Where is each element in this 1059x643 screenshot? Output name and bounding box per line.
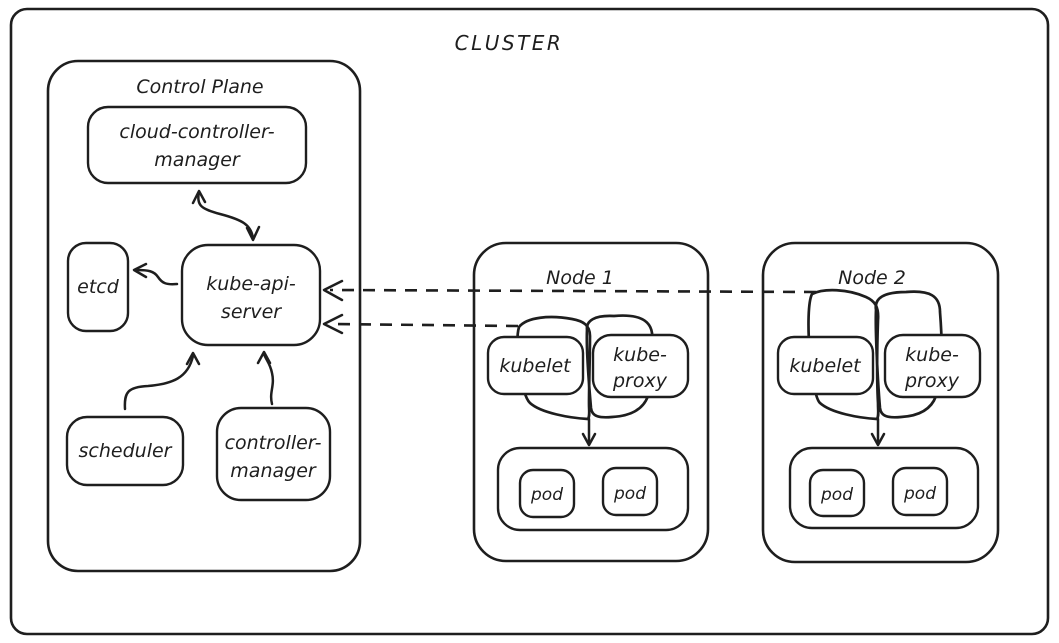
node1-agents-to-pods-arrow — [581, 417, 597, 447]
apiserver-to-etcd-arrow — [132, 262, 179, 286]
controller-manager-label-line1: controller- — [225, 432, 322, 454]
apiserver-ccm-double-arrow — [191, 189, 261, 242]
node1-kube-proxy-label-line2: proxy — [612, 370, 668, 392]
node2-kube-proxy-label-line2: proxy — [904, 370, 960, 392]
scheduler-label: scheduler — [79, 440, 173, 462]
node1-pod1-label: pod — [530, 485, 563, 505]
node2-to-apiserver-dashed-arrow — [322, 279, 817, 302]
node2-pod2-label: pod — [903, 484, 936, 504]
node1-pod1-box — [518, 468, 576, 519]
node2-kube-proxy-box — [883, 333, 982, 399]
kube-api-server-label-line2: server — [221, 301, 282, 323]
node1-kubelet-box — [486, 335, 585, 396]
node2-pod1-box — [808, 468, 866, 518]
scheduler-to-apiserver-arrow — [123, 351, 201, 411]
node2-kubelet-box — [776, 335, 875, 396]
node1-kube-proxy-label-line1: kube- — [613, 344, 667, 366]
node2-kube-proxy-label-line1: kube- — [905, 344, 959, 366]
cloud-controller-manager-box — [86, 105, 308, 185]
cloud-controller-manager-label-line1: cloud-controller- — [119, 121, 274, 143]
controller-manager-label-line2: manager — [230, 460, 317, 482]
node2-title: Node 2 — [838, 267, 906, 289]
node1-kube-proxy-box — [591, 333, 690, 399]
scheduler-box — [65, 415, 185, 487]
control-plane-title: Control Plane — [136, 76, 263, 98]
node2-kubelet-label: kubelet — [789, 355, 862, 377]
node2-agents-to-pods-arrow — [870, 417, 886, 447]
controller-manager-to-apiserver-arrow — [256, 350, 275, 406]
node1-pod2-box — [601, 466, 659, 517]
node1-kubelet-label: kubelet — [499, 355, 572, 377]
node2-pod1-label: pod — [820, 485, 853, 505]
cloud-controller-manager-label-line2: manager — [154, 149, 241, 171]
etcd-box — [66, 241, 130, 333]
controller-manager-box — [215, 406, 332, 502]
node1-to-apiserver-dashed-arrow — [322, 313, 519, 335]
cluster-title: CLUSTER — [455, 31, 564, 55]
kube-api-server-label-line1: kube-api- — [206, 273, 296, 295]
node1-pod2-label: pod — [613, 484, 646, 504]
kube-api-server-box — [180, 243, 322, 347]
etcd-label: etcd — [77, 276, 120, 298]
node2-pod2-box — [891, 466, 949, 517]
node1-title: Node 1 — [546, 267, 614, 289]
